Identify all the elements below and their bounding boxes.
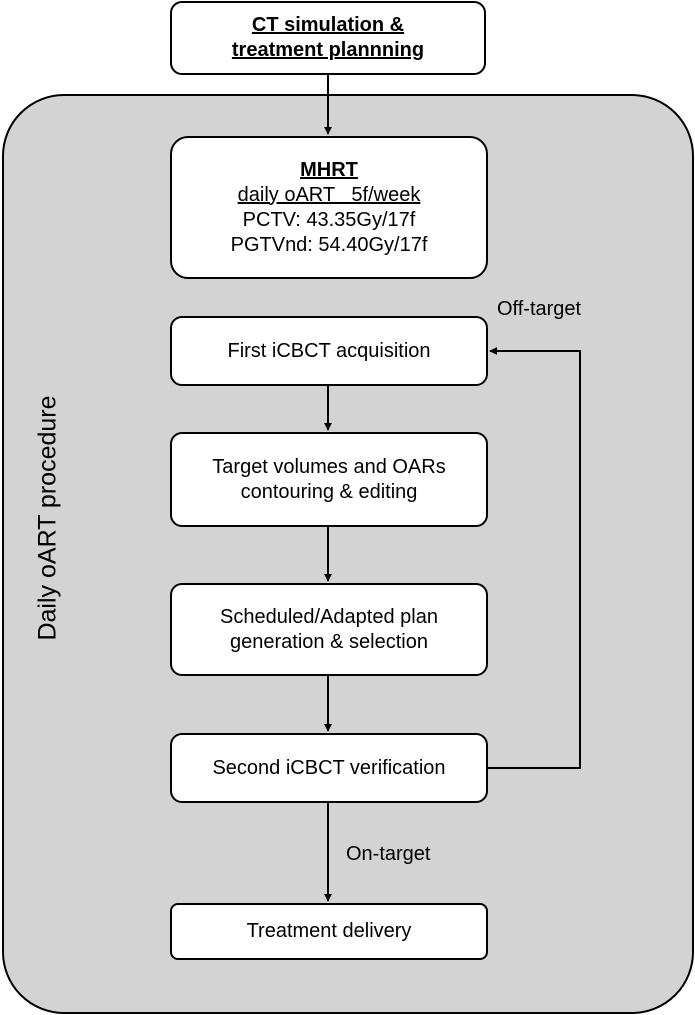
ct-simulation-box: CT simulation & treatment plannning xyxy=(170,1,486,75)
contouring-box: Target volumes and OARs contouring & edi… xyxy=(170,432,488,527)
first-icbct-label: First iCBCT acquisition xyxy=(227,339,431,362)
second-icbct-box: Second iCBCT verification xyxy=(170,733,488,803)
first-icbct-box: First iCBCT acquisition xyxy=(170,316,488,386)
ct-simulation-line1: CT simulation & xyxy=(251,14,405,36)
ct-simulation-line2: treatment plannning xyxy=(231,39,425,61)
off-target-label: Off-target xyxy=(497,298,582,320)
treatment-delivery-label: Treatment delivery xyxy=(246,920,412,942)
mhrt-heading: MHRT xyxy=(300,158,358,181)
contouring-line2: contouring & editing xyxy=(240,480,418,503)
plan-line1: Scheduled/Adapted plan xyxy=(220,605,438,628)
plan-line2: generation & selection xyxy=(230,630,428,653)
mhrt-subheading: daily oART 5f/week xyxy=(237,183,421,206)
on-target-label: On-target xyxy=(346,843,431,865)
arrow-off-target-loop xyxy=(488,347,581,769)
treatment-delivery-box: Treatment delivery xyxy=(170,903,488,960)
second-icbct-label: Second iCBCT verification xyxy=(212,756,446,779)
mhrt-box: MHRT daily oART 5f/week PCTV: 43.35Gy/17… xyxy=(170,136,488,279)
plan-generation-box: Scheduled/Adapted plan generation & sele… xyxy=(170,583,488,676)
mhrt-pgtvnd: PGTVnd: 54.40Gy/17f xyxy=(230,233,428,256)
mhrt-pctv: PCTV: 43.35Gy/17f xyxy=(242,208,416,231)
contouring-line1: Target volumes and OARs xyxy=(212,455,446,478)
